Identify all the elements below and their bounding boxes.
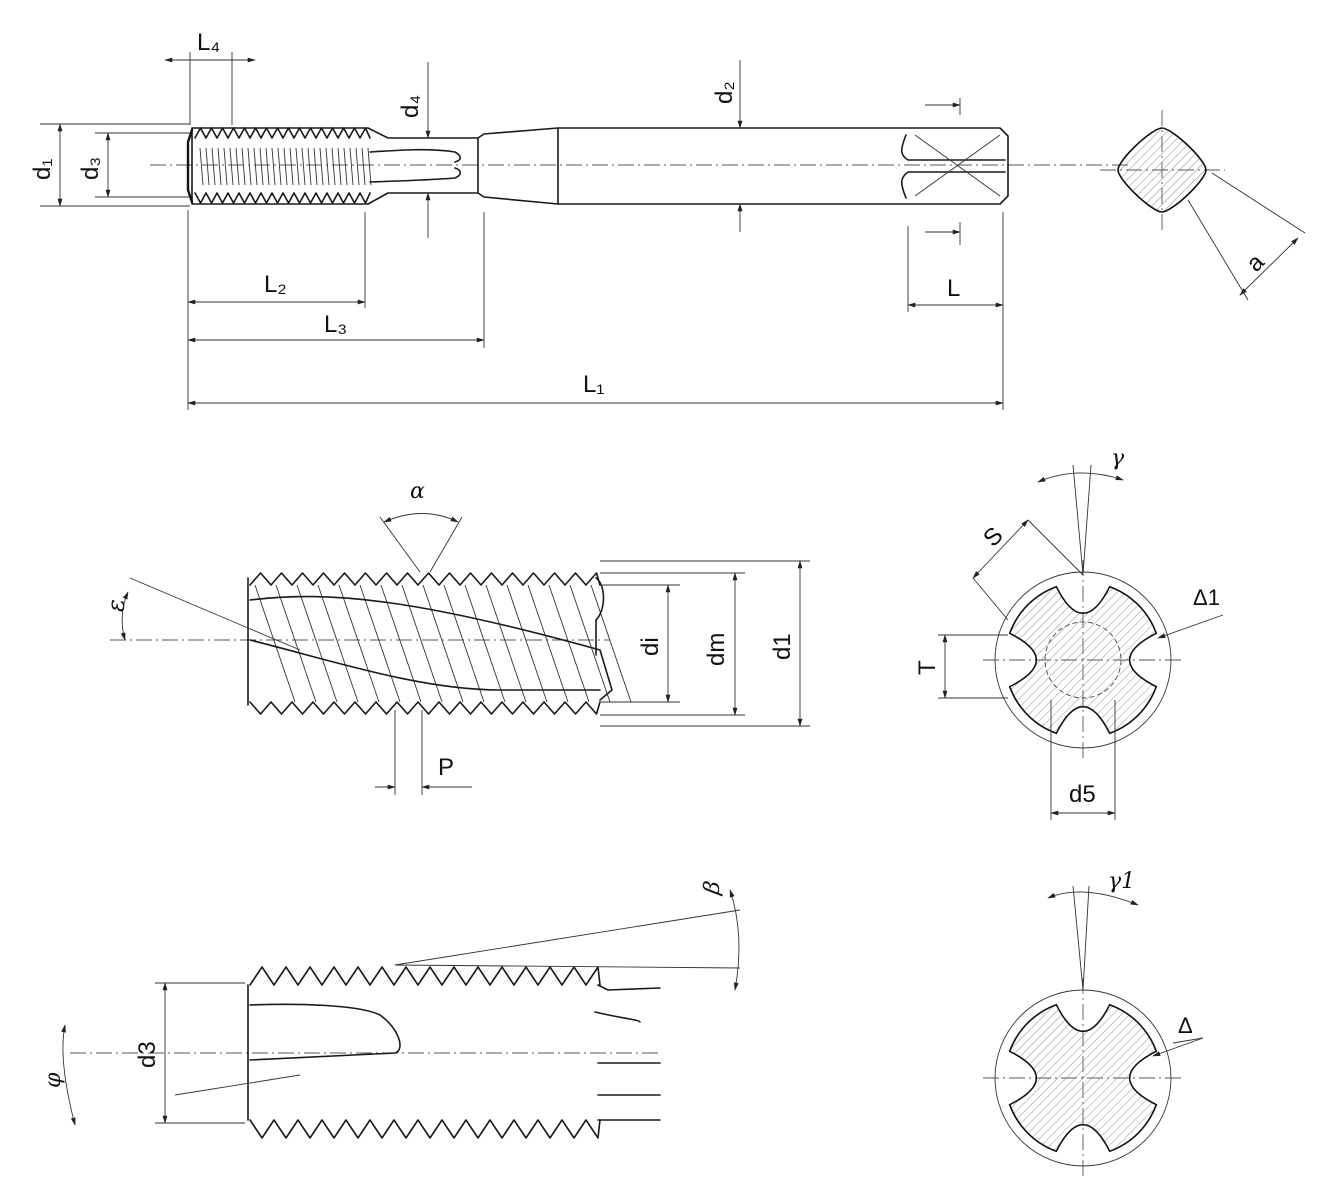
cross-section-view-2: γ1 Δ (983, 869, 1204, 1178)
detail-helix (254, 584, 632, 703)
label-gamma1: γ1 (1108, 869, 1135, 894)
thread-teeth-top (194, 127, 371, 139)
chamfer-teeth-top (249, 966, 601, 986)
label-L1: L₁ (583, 371, 604, 398)
label-delta: Δ (1178, 1013, 1193, 1038)
detail-end (595, 577, 605, 656)
label-S: S (978, 522, 1008, 552)
label-d1-detail: d1 (769, 633, 796, 660)
tap-outline (191, 127, 1009, 205)
flute-groove-lower (369, 167, 462, 183)
label-d5: d5 (1069, 781, 1096, 808)
tap-side-view: L₄ d₁ d₃ d₄ d₂ L₂ L₃ L₁ L (29, 29, 1130, 410)
label-T: T (914, 660, 941, 675)
label-P: P (438, 754, 454, 781)
detail-flute-lower (249, 639, 601, 691)
section-core-2 (1008, 1003, 1158, 1153)
label-beta: β (699, 879, 726, 897)
label-a: a (1241, 248, 1270, 277)
cross-section-view: γ S Δ1 T d5 (914, 446, 1224, 820)
label-epsilon: ε (102, 599, 130, 612)
square-top (900, 134, 1006, 161)
square-cross-2 (914, 134, 1001, 197)
thread-teeth-bottom (194, 192, 371, 204)
label-L2: L₂ (264, 271, 287, 298)
label-alpha: α (410, 479, 425, 504)
flute-groove-upper (369, 148, 462, 163)
label-phi: φ (41, 1072, 66, 1088)
tap-chamfer (186, 128, 194, 204)
square-section (1117, 127, 1207, 213)
label-delta1: Δ1 (1193, 585, 1220, 610)
square-end-view: a (1100, 110, 1306, 301)
label-d3-detail: d3 (134, 1041, 161, 1068)
label-L3: L₃ (324, 311, 347, 338)
square-bottom (900, 171, 1006, 199)
chamfer-flute (249, 1003, 401, 1061)
detail-teeth-bottom (249, 701, 601, 715)
label-d1: d₁ (29, 159, 56, 180)
section-core (1008, 585, 1158, 735)
label-gamma: γ (1111, 446, 1125, 471)
chamfer-shank-top (597, 984, 661, 991)
chamfer-detail-view: β d3 φ (41, 879, 741, 1139)
label-d3: d₃ (77, 157, 104, 180)
label-dm: dm (703, 633, 730, 666)
label-d4: d₄ (397, 95, 424, 118)
label-d2: d₂ (711, 81, 738, 104)
label-L4: L₄ (197, 29, 220, 56)
label-di: di (637, 637, 664, 656)
chamfer-shank-mid (594, 1011, 641, 1023)
detail-flute-upper (249, 595, 613, 701)
detail-teeth-top (249, 572, 601, 586)
label-L: L (947, 275, 960, 302)
flute-lines (199, 147, 372, 186)
thread-detail-view: α ε di dm d1 P (102, 479, 810, 795)
chamfer-teeth-bottom (249, 1119, 601, 1139)
